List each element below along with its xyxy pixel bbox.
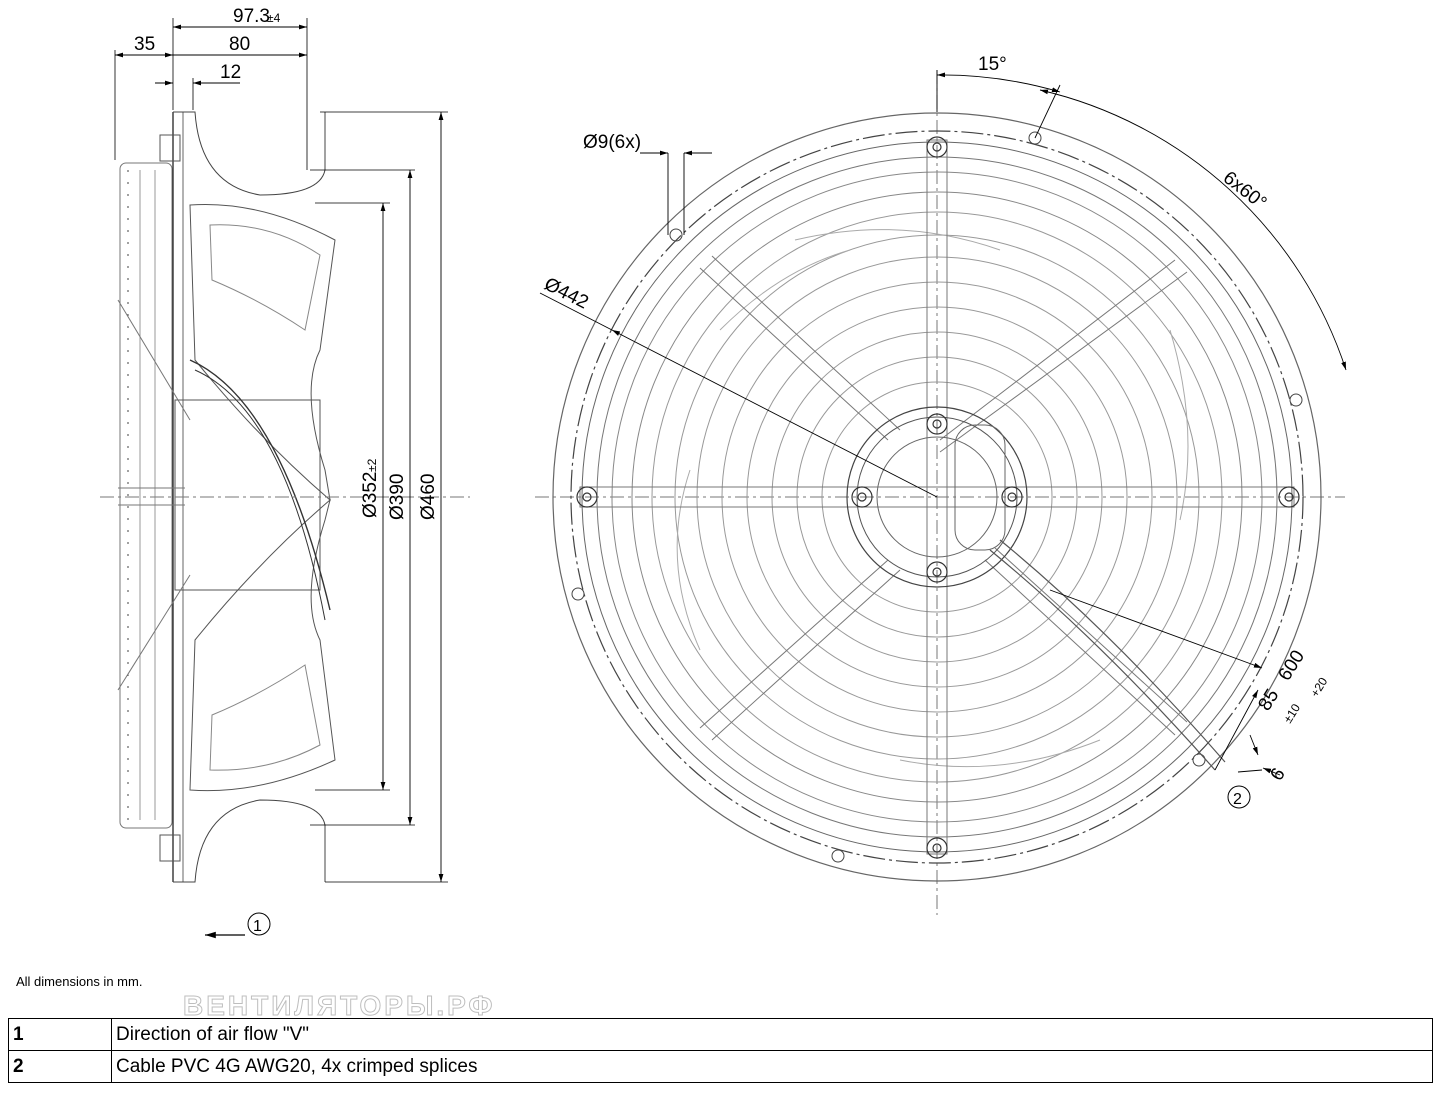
dim-15-deg: 15° (978, 54, 1007, 75)
dim-6x60: 6x60° (1219, 167, 1270, 214)
dim-holes: Ø9(6x) (583, 132, 641, 153)
dim-80: 80 (229, 34, 250, 55)
dim-35: 35 (134, 34, 155, 55)
legend-num: 2 (8, 1050, 112, 1083)
dim-dia-390: Ø390 (387, 474, 408, 520)
callout-2: 2 (1227, 785, 1251, 809)
table-row: 2 Cable PVC 4G AWG20, 4x crimped splices (8, 1050, 1433, 1083)
dim-600: 600 (1274, 647, 1309, 685)
dim-85-tol: ±10 (1281, 701, 1304, 726)
side-extension-lines (114, 18, 448, 883)
legend-num: 1 (8, 1018, 112, 1051)
svg-text:1: 1 (253, 918, 262, 935)
legend-table: 1 Direction of air flow "V" 2 Cable PVC … (8, 1018, 1433, 1083)
dim-85: 85 (1254, 686, 1283, 715)
table-row: 1 Direction of air flow "V" (8, 1018, 1433, 1051)
units-note: All dimensions in mm. (16, 974, 143, 989)
side-dimension-lines (115, 24, 444, 882)
legend-text: Direction of air flow "V" (111, 1018, 1433, 1051)
dim-12: 12 (220, 62, 241, 83)
dim-dia-442: Ø442 (541, 274, 592, 314)
callout-1: 1 (205, 912, 271, 939)
dim-6: 6 (1266, 765, 1289, 785)
technical-drawing: 97.3 ±4 35 80 12 Ø352 ±2 Ø390 Ø460 1 (100, 6, 1347, 939)
side-view (117, 111, 336, 883)
svg-text:2: 2 (1233, 791, 1242, 808)
watermark: ВЕНТИЛЯТОРЫ.РФ (182, 990, 496, 1022)
dim-97-tol: ±4 (267, 11, 281, 25)
legend-text: Cable PVC 4G AWG20, 4x crimped splices (111, 1050, 1433, 1083)
dim-dia-352: Ø352 (360, 472, 381, 518)
dim-600-tol: +20 (1308, 675, 1331, 700)
front-dimension-lines (539, 70, 1347, 776)
dim-97: 97.3 (233, 6, 270, 27)
front-view (535, 70, 1345, 915)
dim-dia-460: Ø460 (418, 474, 439, 520)
dim-dia-352-tol: ±2 (365, 458, 379, 472)
